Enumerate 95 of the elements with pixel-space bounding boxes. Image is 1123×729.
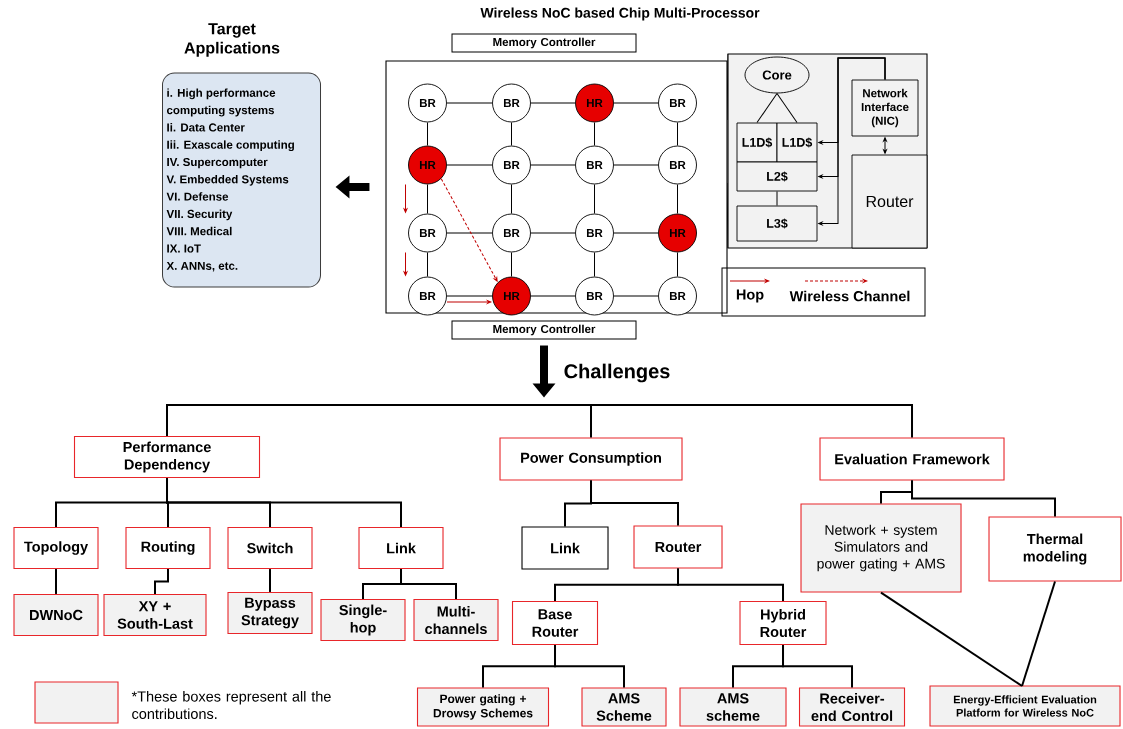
category-box: Performance Dependency (73, 435, 261, 479)
mesh-link (446, 102, 493, 104)
legend-label: *These boxes represent all the contributions. (131, 691, 331, 720)
node-label: Iii. Exascale computing (167, 140, 294, 152)
node-label: Ii. Data Center (167, 123, 245, 132)
contribution-box: Single-hop (320, 598, 406, 642)
mesh-link (446, 164, 493, 166)
category-box: Link (358, 526, 444, 570)
mesh-link (511, 121, 512, 147)
category-box: Power Consumption (499, 437, 683, 481)
mesh-link (677, 121, 678, 147)
node-label: IX. IoT (167, 244, 201, 253)
contribution-box: Energy-Efficient Evaluation Platform for Wireless NoC (929, 685, 1121, 727)
mesh-link (613, 295, 659, 297)
mesh-link (511, 251, 512, 278)
mesh-link (511, 183, 512, 215)
mesh-link (613, 102, 659, 104)
mesh-link (530, 232, 576, 234)
memory-controller-box: Memory Controller (451, 33, 637, 53)
bus-arrow (818, 57, 886, 226)
tree-connector (55, 568, 57, 595)
mesh-link (427, 183, 428, 215)
heading: Target Applications (184, 23, 280, 57)
connector-line (880, 591, 1023, 687)
connector-line (1021, 580, 1056, 687)
contribution-box: Power gating + Drowsy Schemes (416, 687, 550, 727)
contribution-box: Bypass Strategy (227, 591, 313, 635)
tree-connector (166, 404, 546, 437)
category-box: Hybrid Router (739, 600, 827, 646)
category-box: Evaluation Framework (819, 437, 1005, 481)
mesh-link (427, 251, 428, 278)
mesh-link (613, 164, 659, 166)
node-label: VIII. Medical (166, 226, 232, 236)
tree-connector (269, 568, 271, 593)
memory-controller-box: Memory Controller (451, 320, 637, 340)
edge-label: Challenges (564, 363, 670, 383)
category-box: Topology (13, 526, 99, 570)
tree-connector (554, 644, 625, 689)
hop-arrow (446, 300, 492, 304)
connector-line (756, 92, 778, 124)
mesh-link (446, 232, 493, 234)
category-box: Switch (227, 526, 313, 570)
mesh-link (594, 251, 595, 278)
tree-connector (154, 568, 169, 595)
hop-arrow (403, 183, 408, 213)
contribution-box: AMS scheme (679, 687, 787, 727)
category-box: Router (633, 525, 723, 569)
node-label: VII. Security (166, 209, 233, 221)
contribution-box: Network + system Simulators and power gating + AMS (800, 503, 962, 593)
node-label: VI. Defense (166, 192, 229, 201)
node-label: i. High performance computing systems (166, 88, 276, 117)
block-box: Network Interface (NIC) (851, 79, 919, 137)
connector-line (776, 92, 798, 124)
contribution-box: Multi-channels (413, 598, 499, 642)
tree-connector (544, 404, 913, 439)
mesh-link (594, 183, 595, 215)
mesh-link (530, 102, 576, 104)
contribution-box: DWNoC (13, 593, 99, 637)
connector-line (776, 190, 778, 207)
wireless-arrow (440, 178, 498, 282)
mesh-link (594, 121, 595, 147)
category-box: Thermal modeling (988, 516, 1122, 582)
hop-arrow (403, 251, 408, 276)
double-arrow (883, 137, 887, 154)
mesh-link (530, 164, 576, 166)
legend-label: Wireless Channel (789, 290, 910, 302)
title: Wireless NoC based Chip Multi-Processor (480, 7, 760, 21)
block-box: L1D$ (736, 122, 778, 163)
contribution-box: Receiver-end Control (798, 687, 906, 727)
tree-connector (166, 477, 402, 528)
block-box: L3$ (736, 205, 818, 242)
mesh-link (677, 183, 678, 215)
block-box: L2$ (736, 161, 818, 192)
mesh-link (446, 295, 493, 297)
application-list-box: i. High performance computing systems Ii. Data Center Iii. Exascale computing IV. Supercomputer V. Embedded Systems VI. Defense VII. Security VIII. Medical IX. IoT X. ANNs, etc. (162, 72, 321, 288)
tree-connector (911, 479, 1056, 518)
node-label: X. ANNs, etc. (166, 261, 238, 272)
mesh-link (530, 295, 576, 297)
mesh-link (427, 121, 428, 147)
mesh-link (613, 232, 659, 234)
category-box: Link (521, 526, 609, 570)
mesh-link (677, 251, 678, 278)
contribution-box: AMS Scheme (581, 687, 667, 727)
category-box: Routing (125, 526, 211, 570)
tree-connector (400, 568, 457, 600)
tree-connector (677, 567, 784, 602)
node-label: V. Embedded Systems (166, 174, 289, 186)
category-box: Base Router (511, 600, 599, 646)
legend-label: Hop (736, 289, 764, 303)
contribution-box: XY + South-Last (103, 593, 207, 637)
block-box: Router (851, 154, 928, 249)
node-label: IV. Supercomputer (167, 157, 268, 169)
tree-connector (590, 479, 679, 527)
block-box: L1D$ (776, 122, 818, 163)
tree-connector (782, 644, 853, 689)
